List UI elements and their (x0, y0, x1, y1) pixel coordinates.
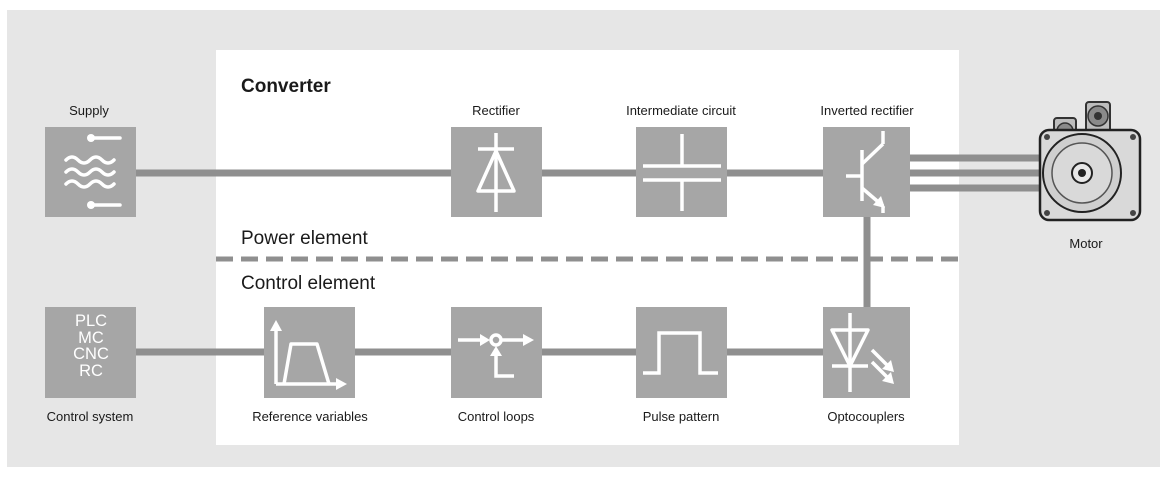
ramp-profile-icon (270, 320, 347, 390)
control-loops-label: Control loops (457, 409, 535, 424)
motor-illustration (1038, 101, 1142, 222)
control-system-line-rc: RC (79, 361, 103, 380)
rectifier-label: Rectifier (472, 103, 520, 118)
converter-title: Converter (241, 76, 331, 97)
optocouplers-label: Optocouplers (827, 409, 905, 424)
optocoupler-led-icon (830, 313, 894, 392)
feedback-loop-icon (458, 333, 534, 378)
intermediate-circuit-label: Intermediate circuit (626, 103, 736, 118)
reference-variables-label: Reference variables (252, 409, 368, 424)
control-system-line-mc: MC (78, 328, 104, 347)
intermediate-circuit-block (636, 127, 727, 217)
supply-block (45, 127, 136, 217)
control-loops-block (451, 307, 542, 398)
control-system-text: PLC MC CNC RC (46, 313, 136, 379)
pulse-pattern-label: Pulse pattern (642, 409, 720, 424)
rectifier-block (451, 127, 542, 217)
inverted-rectifier-block (823, 127, 910, 217)
pulse-pattern-block (636, 307, 727, 398)
inverted-rectifier-label: Inverted rectifier (820, 103, 914, 118)
optocouplers-block (823, 307, 910, 398)
motor-label: Motor (1069, 236, 1103, 251)
control-system-label: Control system (46, 409, 134, 424)
capacitor-icon (643, 134, 721, 211)
ac-supply-icon (64, 134, 122, 209)
supply-label: Supply (69, 103, 109, 118)
control-system-line-cnc: CNC (73, 345, 109, 363)
control-system-block (45, 307, 136, 398)
reference-variables-block (264, 307, 355, 398)
transistor-icon (846, 131, 885, 213)
control-system-line-plc: PLC (74, 312, 108, 330)
control-element-label: Control element (241, 273, 376, 294)
power-element-label: Power element (241, 228, 368, 249)
diode-icon (476, 133, 516, 212)
pulse-icon (643, 331, 718, 375)
